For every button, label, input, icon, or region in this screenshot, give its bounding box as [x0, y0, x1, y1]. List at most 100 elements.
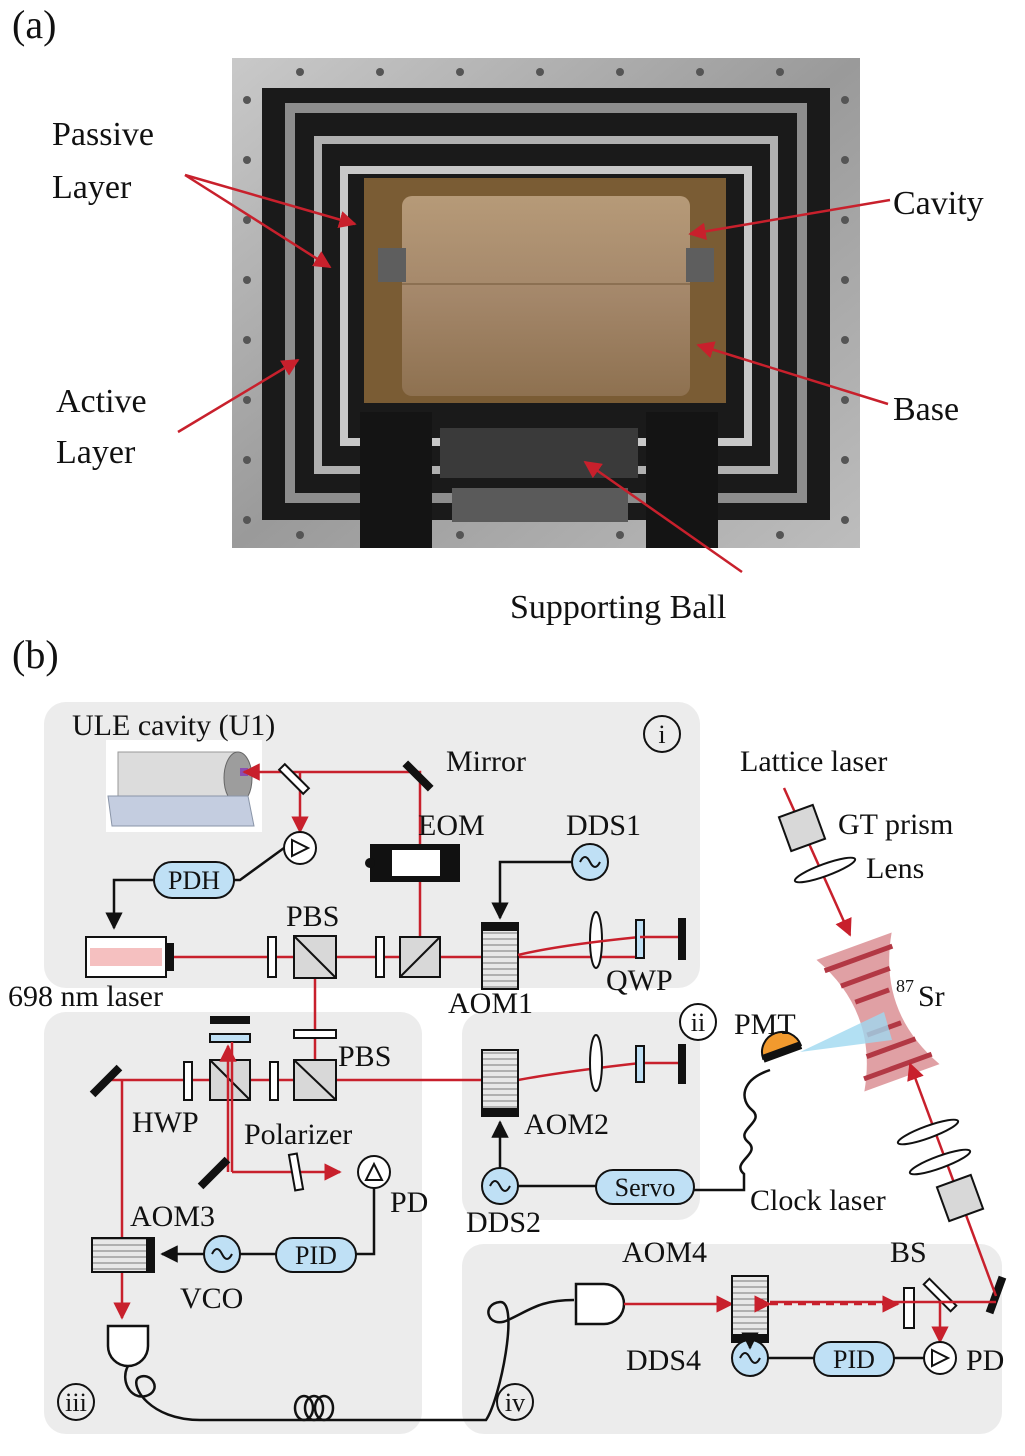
- beam-splitter-eom: [399, 936, 441, 978]
- pid-iv-label: PID: [833, 1345, 875, 1374]
- dds2-label: DDS2: [466, 1206, 541, 1239]
- sr-label: Sr: [918, 980, 945, 1013]
- section-markers: i ii iii iv: [57, 715, 717, 1421]
- pbs-top: [293, 935, 337, 979]
- fiber-coupler-iii: [106, 1324, 150, 1368]
- pmt-label: PMT: [734, 1008, 796, 1041]
- polarizer-label: Polarizer: [244, 1118, 352, 1151]
- pbs-iii-left: [209, 1059, 251, 1101]
- passive-layer-label-2: Layer: [52, 169, 132, 206]
- servo-label: Servo: [615, 1173, 676, 1202]
- waveplate-iii: [269, 1061, 279, 1101]
- mirror-top: [402, 760, 434, 792]
- gt-prism-label: GT prism: [838, 808, 953, 841]
- fiber-iv: [482, 1298, 575, 1422]
- clock-lens-2: [908, 1148, 972, 1176]
- retro-mirror-i: [678, 918, 686, 960]
- pd-iv-label: PD: [966, 1344, 1004, 1377]
- active-layer-label-2: Layer: [56, 434, 136, 471]
- aom4-label: AOM4: [622, 1236, 707, 1269]
- retro-mirror-iv: [903, 1287, 915, 1329]
- aom3-label: AOM3: [130, 1200, 215, 1233]
- clock-lens-1: [896, 1118, 960, 1146]
- pid-box-iii: PID: [275, 1237, 357, 1273]
- eom: [365, 844, 460, 882]
- lens-i: [589, 911, 603, 969]
- lattice-laser-label: Lattice laser: [740, 745, 887, 778]
- fiber-coupler-iv: [574, 1282, 626, 1326]
- section-iv-marker: iv: [505, 1388, 525, 1417]
- polarizer: [287, 1152, 305, 1192]
- hwp-plate: [183, 1061, 193, 1101]
- ule-cavity-icon: [106, 740, 262, 832]
- pmt-cable: [694, 1068, 771, 1192]
- top-mirror-iii: [210, 1016, 250, 1024]
- qwp-plate: [635, 919, 645, 959]
- mirror-label: Mirror: [446, 745, 526, 778]
- pid-iii-label: PID: [295, 1241, 337, 1270]
- photodiode-i: [283, 831, 317, 865]
- signal-pd-pid-iii: [356, 1188, 376, 1256]
- mirror-iii: [89, 1064, 123, 1098]
- vacuum-chamber-photo: [232, 58, 860, 548]
- servo-box: Servo: [595, 1169, 695, 1205]
- annotation-arrows-a: [177, 173, 891, 574]
- panel-a-label: (a): [12, 2, 56, 47]
- qwp-ii: [635, 1045, 645, 1083]
- pd-iii-label: PD: [390, 1186, 428, 1219]
- passive-layer-label-1: Passive: [52, 116, 154, 153]
- panel-b-label: (b): [12, 632, 59, 677]
- fluorescence-cone: [800, 1012, 892, 1052]
- aom1-label: AOM1: [448, 987, 533, 1020]
- laser-698-label: 698 nm laser: [8, 980, 163, 1013]
- ule-cavity-label: ULE cavity (U1): [72, 709, 275, 742]
- mirror-iii-lower: [197, 1156, 231, 1190]
- retro-mirror-ii: [678, 1044, 686, 1084]
- signal-pd-pdh: [234, 846, 285, 882]
- clock-gt-prism: [935, 1173, 985, 1223]
- sr-isotope-label: 87: [896, 976, 914, 996]
- top-waveplate-iii: [209, 1033, 251, 1043]
- fiber-iii: [123, 1365, 482, 1422]
- pdh-box: PDH: [153, 861, 235, 899]
- fiber-coil: [293, 1394, 335, 1422]
- beam-paths-iii: [219, 1042, 342, 1181]
- vco-label: VCO: [180, 1282, 243, 1315]
- lens-label: Lens: [866, 852, 924, 885]
- aom4: [731, 1275, 769, 1343]
- dds2-source: [481, 1167, 519, 1205]
- vco-source: [203, 1235, 241, 1273]
- pdh-label: PDH: [168, 866, 220, 895]
- laser-698: [85, 936, 174, 978]
- pbs-mid-label: PBS: [338, 1040, 391, 1073]
- signal-dds1-aom1: [491, 860, 572, 920]
- lens-ii: [589, 1034, 603, 1092]
- bs-label: BS: [890, 1236, 927, 1269]
- beam-splitter-top: [277, 762, 311, 796]
- signal-pdh-laser: [105, 878, 154, 930]
- aom3: [91, 1237, 155, 1273]
- lattice-lens: [793, 856, 857, 884]
- aom2: [481, 1049, 519, 1117]
- section-iii-marker: iii: [65, 1388, 87, 1417]
- aom2-label: AOM2: [524, 1108, 609, 1141]
- dds1-source: [571, 843, 609, 881]
- aom1: [481, 922, 519, 990]
- waveplate-2: [375, 936, 385, 978]
- section-ii-marker: ii: [691, 1008, 705, 1037]
- gt-prism: [777, 803, 827, 853]
- clock-laser-label: Clock laser: [750, 1184, 886, 1217]
- photodiode-iii: [357, 1155, 391, 1189]
- base-label: Base: [893, 391, 959, 428]
- beam-clock: [770, 1062, 998, 1344]
- cavity-label: Cavity: [893, 185, 984, 222]
- dds4-label: DDS4: [626, 1344, 701, 1377]
- section-i-marker: i: [658, 720, 665, 749]
- dds1-label: DDS1: [566, 809, 641, 842]
- pid-box-iv: PID: [813, 1341, 895, 1377]
- waveplate-pbs-mid: [293, 1029, 337, 1039]
- pbs-top-label: PBS: [286, 900, 339, 933]
- waveplate-1: [267, 936, 277, 978]
- active-layer-label-1: Active: [56, 383, 147, 420]
